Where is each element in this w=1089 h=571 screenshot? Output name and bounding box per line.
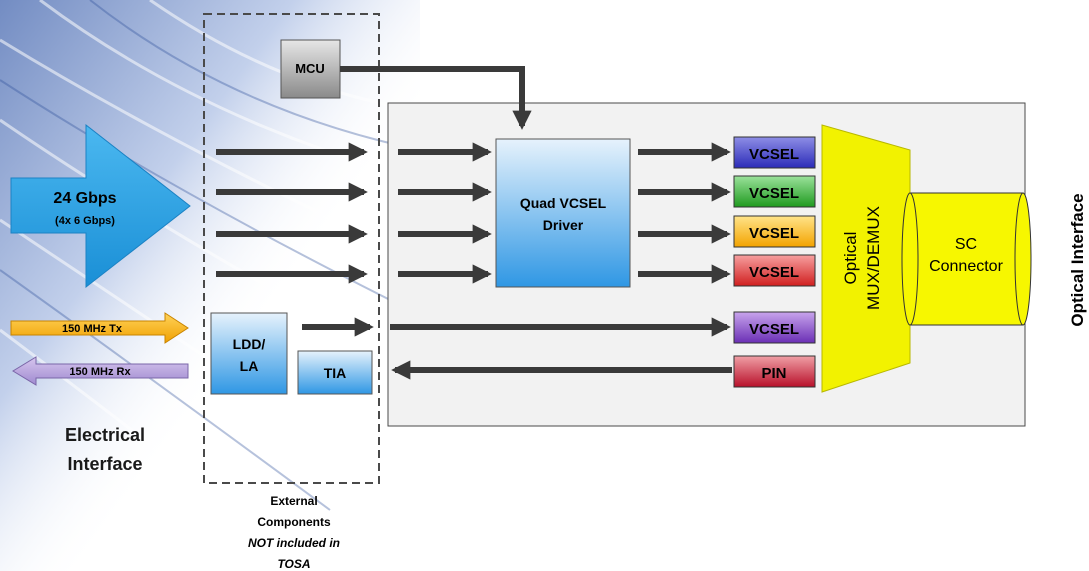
tia-label: TIA <box>324 365 347 381</box>
ldd-la-label-1: LDD/ <box>233 336 266 352</box>
vcsel-1: VCSEL <box>733 175 816 208</box>
electrical-interface-label-2: Interface <box>67 454 142 474</box>
vcsel-box <box>733 215 816 248</box>
mcu-label: MCU <box>295 61 325 76</box>
tia-box <box>297 350 373 395</box>
driver-input-arrows <box>398 142 492 284</box>
input-lanes-label: (4x 6 Gbps) <box>55 215 115 227</box>
vcsel-label: VCSEL <box>749 185 799 202</box>
rx-label: 150 MHz Rx <box>69 366 131 378</box>
input-arrow <box>10 123 191 289</box>
mcu-to-driver-arrow <box>340 66 532 130</box>
pin-label: PIN <box>761 365 786 382</box>
mcu-box <box>280 39 341 99</box>
sc-connector: SC Connector <box>901 192 1032 326</box>
input-rate-label: 24 Gbps <box>53 190 116 207</box>
ldd-la-label-2: LA <box>240 358 259 374</box>
optical-interface-label: Optical Interface <box>1068 193 1087 326</box>
vcsel-box <box>733 311 816 344</box>
vcsel-label: VCSEL <box>749 225 799 242</box>
vcsel-label: VCSEL <box>749 264 799 281</box>
external-components-box <box>203 13 380 484</box>
vcsel-2: VCSEL <box>733 215 816 248</box>
driver-output-arrows <box>638 142 731 284</box>
pin-box <box>733 355 816 388</box>
vcsel-label: VCSEL <box>749 146 799 163</box>
electrical-interface-label-1: Electrical <box>65 425 145 445</box>
connector-label-1: SC <box>955 236 977 253</box>
driver-label-2: Driver <box>543 217 584 233</box>
quad-vcsel-driver-box <box>495 138 631 288</box>
vcsel-label: VCSEL <box>749 321 799 338</box>
vcsel-0: VCSEL <box>733 136 816 169</box>
external-caption-1: External <box>270 494 317 508</box>
vcsel-box <box>733 254 816 287</box>
external-lane-arrows <box>216 142 368 284</box>
rx-arrow <box>12 356 189 386</box>
connector-label-2: Connector <box>929 258 1003 275</box>
tx-arrow <box>10 312 189 344</box>
mux-label-2: MUX/DEMUX <box>864 206 883 310</box>
external-caption-3: NOT included in <box>248 536 340 550</box>
vcsel-4: VCSEL <box>733 311 816 344</box>
vcsel-3: VCSEL <box>733 254 816 287</box>
ldd-la-box <box>210 312 288 395</box>
external-caption-2: Components <box>257 515 331 529</box>
external-caption-4: TOSA <box>277 557 310 571</box>
mux-label-1: Optical <box>841 232 860 285</box>
driver-label-1: Quad VCSEL <box>520 195 607 211</box>
tx-label: 150 MHz Tx <box>62 323 123 335</box>
optical-mux-demux <box>821 124 911 393</box>
vcsel-box <box>733 136 816 169</box>
vcsel-box <box>733 175 816 208</box>
fiber-background <box>0 0 421 571</box>
